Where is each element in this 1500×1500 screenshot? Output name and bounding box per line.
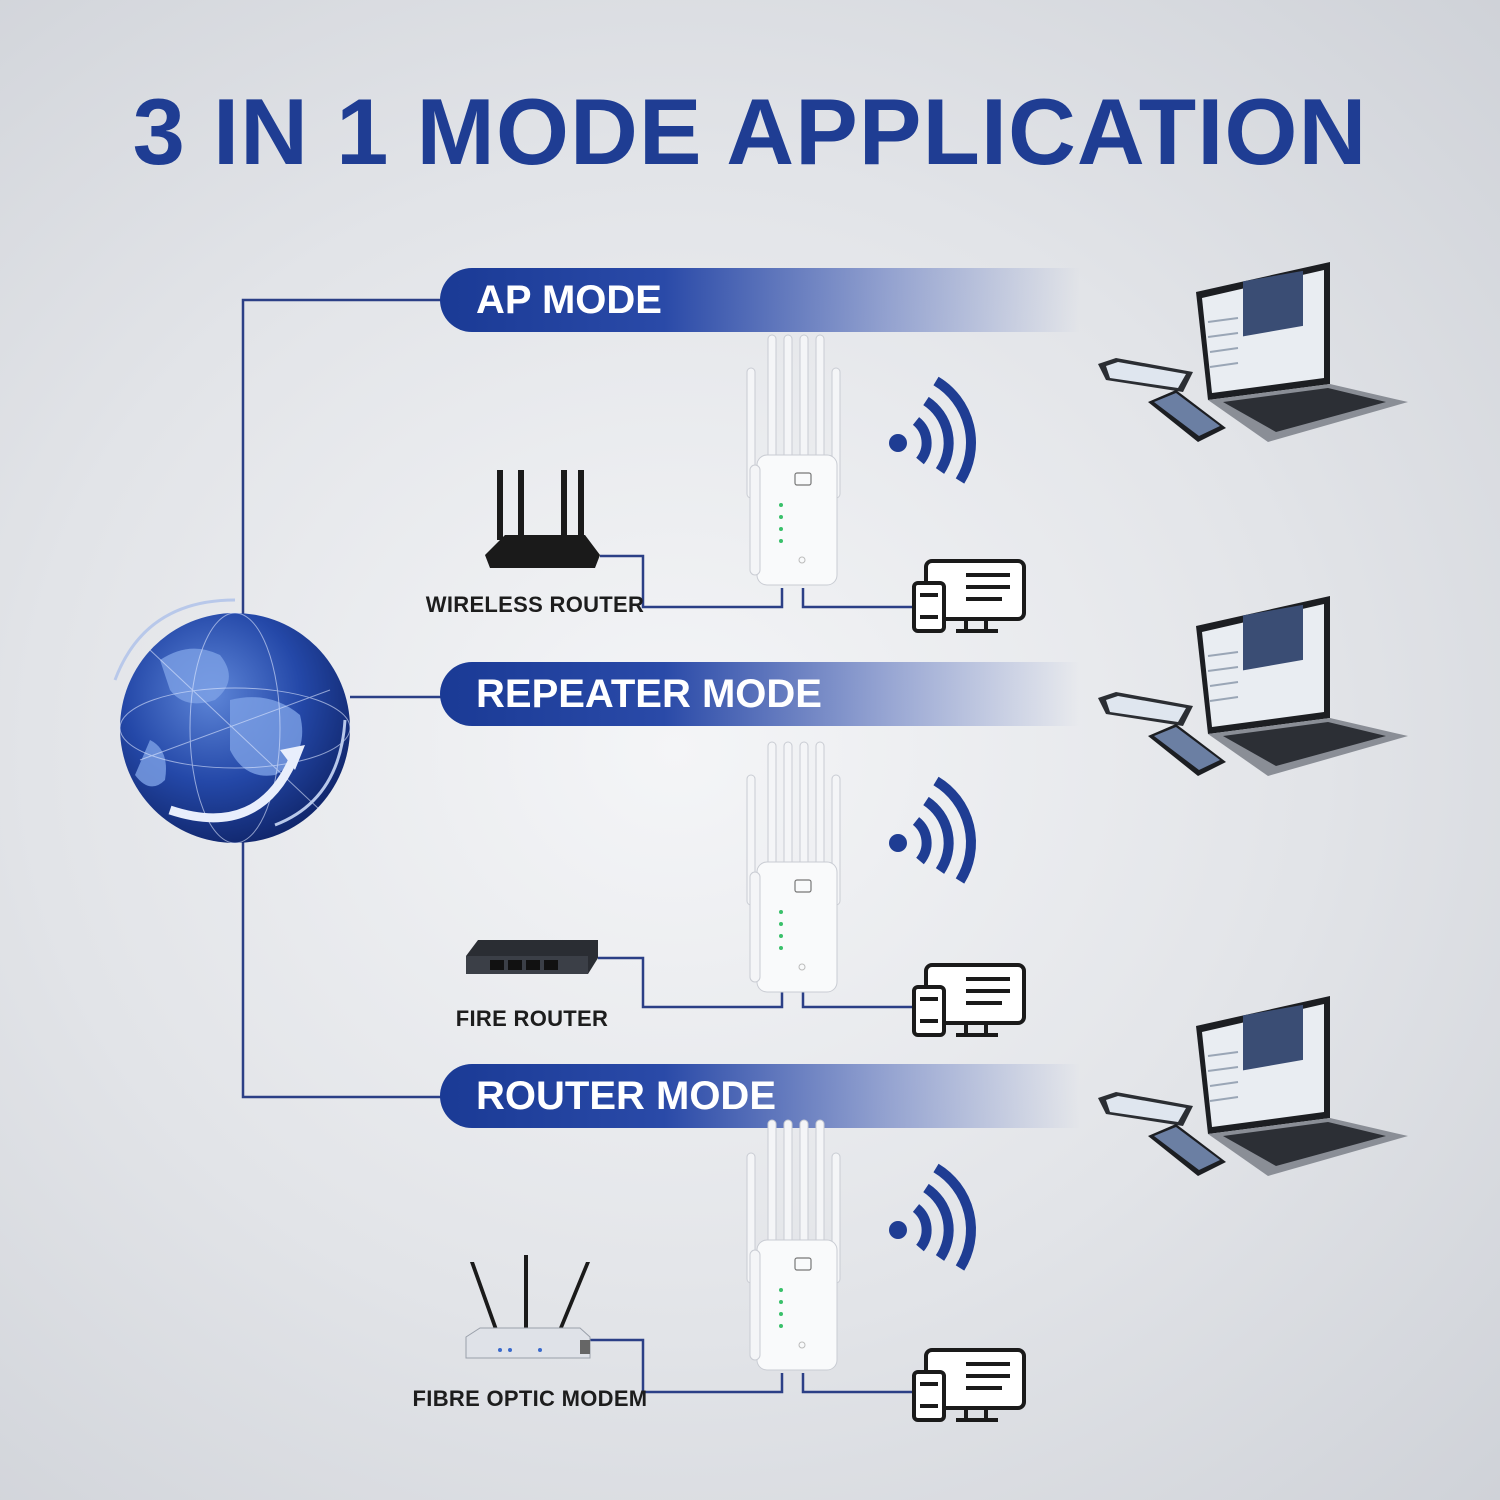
line-globe-to-ap [241, 298, 443, 620]
source-label-router: FIBRE OPTIC MODEM [412, 1386, 648, 1411]
source-label-ap: WIRELESS ROUTER [425, 592, 645, 617]
page-title: 3 IN 1 MODE APPLICATION [132, 79, 1368, 184]
banner-repeater-mode: REPEATER MODE [440, 662, 1080, 726]
banner-router-mode: ROUTER MODE [440, 1064, 1080, 1128]
source-label-repeater: FIRE ROUTER [455, 1006, 609, 1031]
banner-ap-mode: AP MODE [440, 268, 1080, 332]
line-globe-to-router [241, 835, 443, 1099]
